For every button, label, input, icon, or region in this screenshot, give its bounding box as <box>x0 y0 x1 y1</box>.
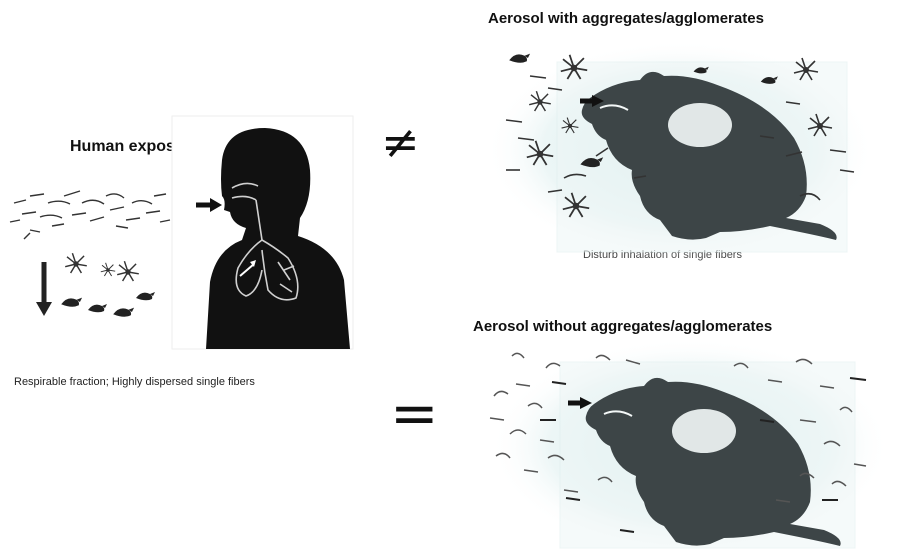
rat-without-aggregates-panel <box>490 338 890 553</box>
fiber-cloud <box>10 191 170 239</box>
rat-with-aggregates-panel <box>485 40 875 260</box>
human-exposure-panel <box>10 116 353 349</box>
